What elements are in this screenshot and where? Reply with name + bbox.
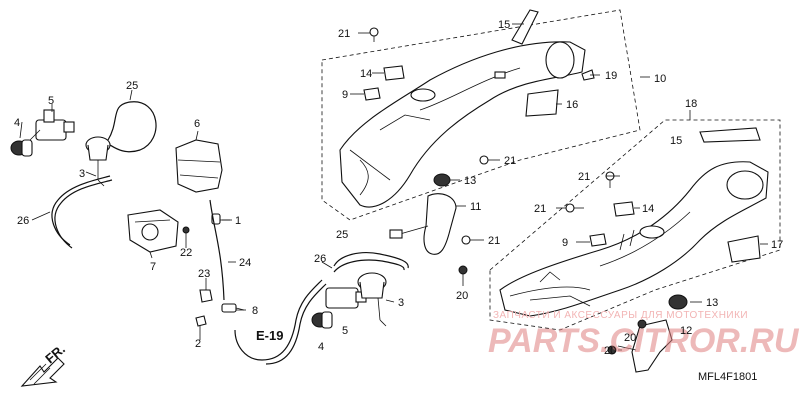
label-22: 22: [180, 247, 192, 259]
label-20-lower-b: 20: [604, 345, 616, 357]
leader-lines: [19, 23, 768, 351]
label-14-upper: 14: [360, 68, 372, 80]
label-5-center: 5: [342, 325, 348, 337]
part-9-clip-upper: [363, 87, 381, 101]
part-1-clip: [211, 213, 230, 225]
part-20-screw-center: [458, 265, 468, 286]
hose-26-center: [234, 279, 323, 361]
part-17-sheet: [727, 235, 761, 263]
label-1: 1: [235, 215, 241, 227]
part-22-bolt: [182, 226, 190, 243]
front-label: FR.: [42, 341, 68, 366]
label-4-left: 4: [14, 117, 20, 129]
part-21-bolt-right-a: [605, 171, 615, 188]
part-5-valve-center: [325, 287, 367, 309]
label-23: 23: [198, 268, 210, 280]
part-15-strip-upper: [511, 9, 539, 45]
part-21-bolt-low: [461, 235, 484, 245]
part-7-bracket: [127, 209, 179, 253]
part-10-air-duct: [339, 41, 586, 208]
part-20-screw-lower-b: [607, 345, 617, 355]
label-18: 18: [685, 98, 697, 110]
assembly-10-outline: [321, 9, 641, 221]
part-19-clip: [581, 69, 595, 81]
label-14-lower: 14: [642, 203, 654, 215]
ref-label: E-19: [256, 328, 283, 343]
hose-26-left: [51, 175, 111, 246]
part-4-cap-center: [311, 311, 333, 329]
part-18-air-duct-lower: [499, 161, 769, 317]
part-12-bracket: [617, 319, 673, 373]
label-15-lower: 15: [670, 135, 682, 147]
label-12: 12: [680, 325, 692, 337]
label-24: 24: [239, 257, 251, 269]
part-14-pad-lower: [613, 201, 635, 217]
part-14-pad-upper: [383, 65, 405, 81]
label-13-lower: 13: [706, 297, 718, 309]
part-labels: 4 5 25 3 26 6 1 7 22 24 23 8 2 E-19 26 2…: [14, 19, 783, 383]
label-13-upper: 13: [464, 175, 476, 187]
part-21-bolt-mid: [479, 155, 500, 165]
part-9-clip-lower: [589, 233, 607, 247]
part-16-sheet: [525, 89, 559, 117]
hose-25-center: [333, 252, 409, 269]
label-5-left: 5: [48, 95, 54, 107]
assembly-18-outline: [489, 119, 781, 331]
front-arrow-icon: [20, 357, 65, 387]
part-3-valve-center: [357, 272, 387, 327]
label-3-left: 3: [79, 168, 85, 180]
label-25-center: 25: [336, 229, 348, 241]
label-9-upper: 9: [342, 89, 348, 101]
watermark-brand: PARTS.CITROR.RU: [488, 322, 800, 360]
label-21-top: 21: [338, 28, 350, 40]
label-16: 16: [566, 99, 578, 111]
part-23-connector: [199, 289, 213, 303]
diagram-code: MFL4F1801: [698, 371, 757, 383]
watermark-subtitle: ЗАПЧАСТИ И АКСЕССУАРЫ ДЛЯ МОТОТЕХНИКИ: [493, 310, 748, 321]
label-26-left: 26: [17, 215, 29, 227]
label-21-low: 21: [488, 235, 500, 247]
label-17: 17: [771, 239, 783, 251]
label-21-right-b: 21: [534, 203, 546, 215]
label-7: 7: [150, 261, 156, 273]
part-4-cap-left: [10, 139, 33, 157]
label-15-upper: 15: [498, 19, 510, 31]
label-3-center: 3: [398, 297, 404, 309]
label-25-left: 25: [126, 80, 138, 92]
label-10: 10: [654, 73, 666, 85]
part-11-pipe: [389, 193, 457, 255]
part-6-box: [175, 139, 223, 193]
label-2: 2: [195, 338, 201, 350]
part-5-valve-left: [29, 109, 75, 141]
part-13-grommet-upper: [433, 173, 451, 187]
part-2-bolt: [195, 315, 207, 334]
label-4-center: 4: [318, 341, 324, 353]
label-11: 11: [470, 201, 481, 213]
label-8: 8: [252, 305, 258, 317]
label-21-mid: 21: [504, 155, 516, 167]
hose-25-left: [107, 101, 157, 153]
part-21-bolt-right-b: [565, 203, 584, 213]
part-13-grommet-lower: [668, 294, 688, 310]
label-20-center: 20: [456, 290, 468, 302]
part-20-screw-lower-a: [637, 319, 647, 329]
part-21-bolt-top: [369, 27, 379, 42]
label-6: 6: [194, 118, 200, 130]
part-15-strip-lower: [699, 127, 761, 143]
label-26-center: 26: [314, 253, 326, 265]
label-21-right-a: 21: [578, 171, 590, 183]
label-19: 19: [605, 70, 617, 82]
label-9-lower: 9: [562, 237, 568, 249]
part-8-joint: [221, 303, 245, 313]
hose-24: [209, 199, 225, 301]
label-20-lower-a: 20: [624, 332, 636, 344]
